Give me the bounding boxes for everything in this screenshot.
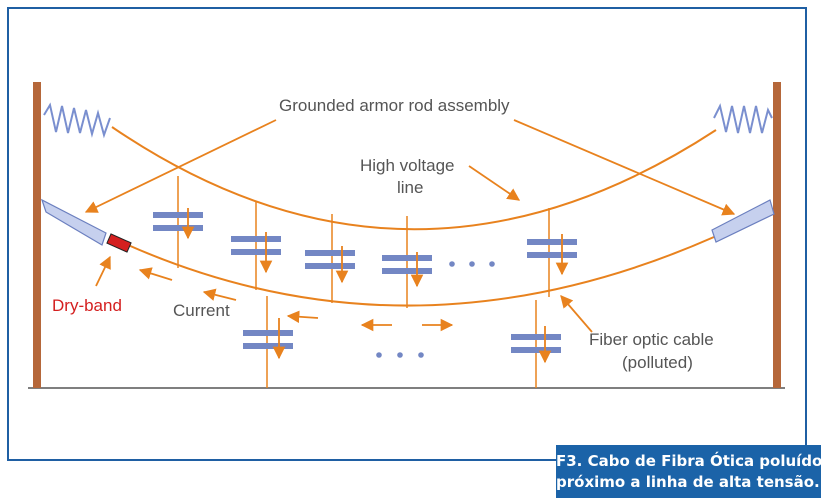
lower-connectors bbox=[266, 296, 537, 388]
ellipsis-dots bbox=[376, 261, 495, 358]
fiber-pointer bbox=[560, 295, 593, 333]
right-pole bbox=[773, 82, 781, 388]
right-insulator bbox=[713, 103, 773, 134]
current-label: Current bbox=[173, 301, 230, 320]
dry-band-label: Dry-band bbox=[52, 296, 122, 315]
armor-rod-pointer-left bbox=[84, 119, 277, 213]
left-pole bbox=[33, 82, 41, 388]
right-armor-rod bbox=[711, 199, 775, 243]
armor-rod-pointer-right bbox=[513, 119, 736, 216]
capacitor-symbols bbox=[153, 212, 577, 353]
left-insulator bbox=[43, 102, 111, 139]
caption-line-1: F3. Cabo de Fibra Ótica poluído bbox=[556, 452, 823, 470]
fiber-label-1: Fiber optic cable bbox=[589, 330, 714, 349]
caption-line-2: próximo a linha de alta tensão. bbox=[556, 473, 820, 491]
armor-rod-label: Grounded armor rod assembly bbox=[279, 96, 510, 115]
left-armor-rod bbox=[40, 198, 107, 246]
hv-line-label-2: line bbox=[397, 178, 424, 197]
figure-caption: F3. Cabo de Fibra Ótica poluído próximo … bbox=[556, 445, 823, 498]
hv-line-label-1: High voltage bbox=[360, 156, 455, 175]
hv-line-pointer bbox=[468, 165, 521, 201]
high-voltage-line bbox=[111, 126, 717, 231]
leakage-current-arrows bbox=[181, 208, 569, 364]
cable-current-arrows bbox=[138, 267, 454, 332]
dry-band-segment bbox=[106, 233, 132, 253]
fiber-optic-cable bbox=[127, 236, 715, 307]
fiber-label-2: (polluted) bbox=[622, 353, 693, 372]
dry-band-pointer bbox=[95, 255, 111, 287]
